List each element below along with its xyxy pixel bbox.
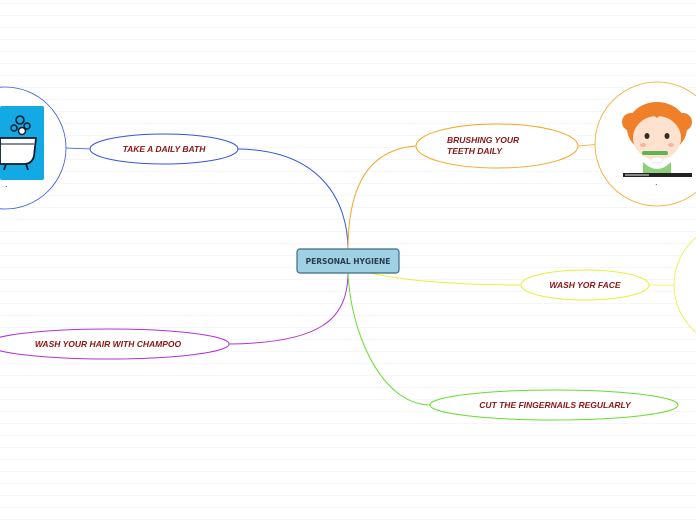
- connector-face: [369, 272, 521, 286]
- bathtub-icon: [0, 106, 44, 180]
- bath-image-caption: .: [5, 180, 8, 189]
- girl-brushing-teeth-icon: [622, 102, 692, 177]
- connector-nails: [347, 271, 431, 406]
- central-topic-label[interactable]: PERSONAL HYGIENE: [305, 256, 391, 266]
- topic-hair-shape[interactable]: [0, 328, 230, 360]
- topic-nails-shape[interactable]: [429, 389, 679, 421]
- connector-teeth: [347, 145, 417, 251]
- topic-face-shape[interactable]: [520, 269, 650, 301]
- topic-bath-shape[interactable]: [89, 133, 239, 165]
- teeth-image-caption: .: [655, 178, 658, 187]
- topic-nails-label[interactable]: CUT THE FINGERNAILS REGULARLY: [479, 399, 631, 410]
- topic-hair-label[interactable]: WASH YOUR HAIR WITH CHAMPOO: [34, 338, 182, 349]
- topic-teeth-shape[interactable]: [415, 123, 579, 169]
- connector-bath: [237, 148, 349, 251]
- topic-bath-label[interactable]: TAKE A DAILY BATH: [122, 143, 206, 154]
- topic-face-label[interactable]: WASH YOR FACE: [549, 279, 621, 290]
- connector-hair: [228, 271, 349, 345]
- face-image-frame: [673, 237, 696, 333]
- central-topic-shape[interactable]: [296, 248, 400, 274]
- topic-teeth-label[interactable]: BRUSHING YOUR TEETH DAILY: [447, 135, 520, 156]
- connector-bath-image: [65, 147, 91, 150]
